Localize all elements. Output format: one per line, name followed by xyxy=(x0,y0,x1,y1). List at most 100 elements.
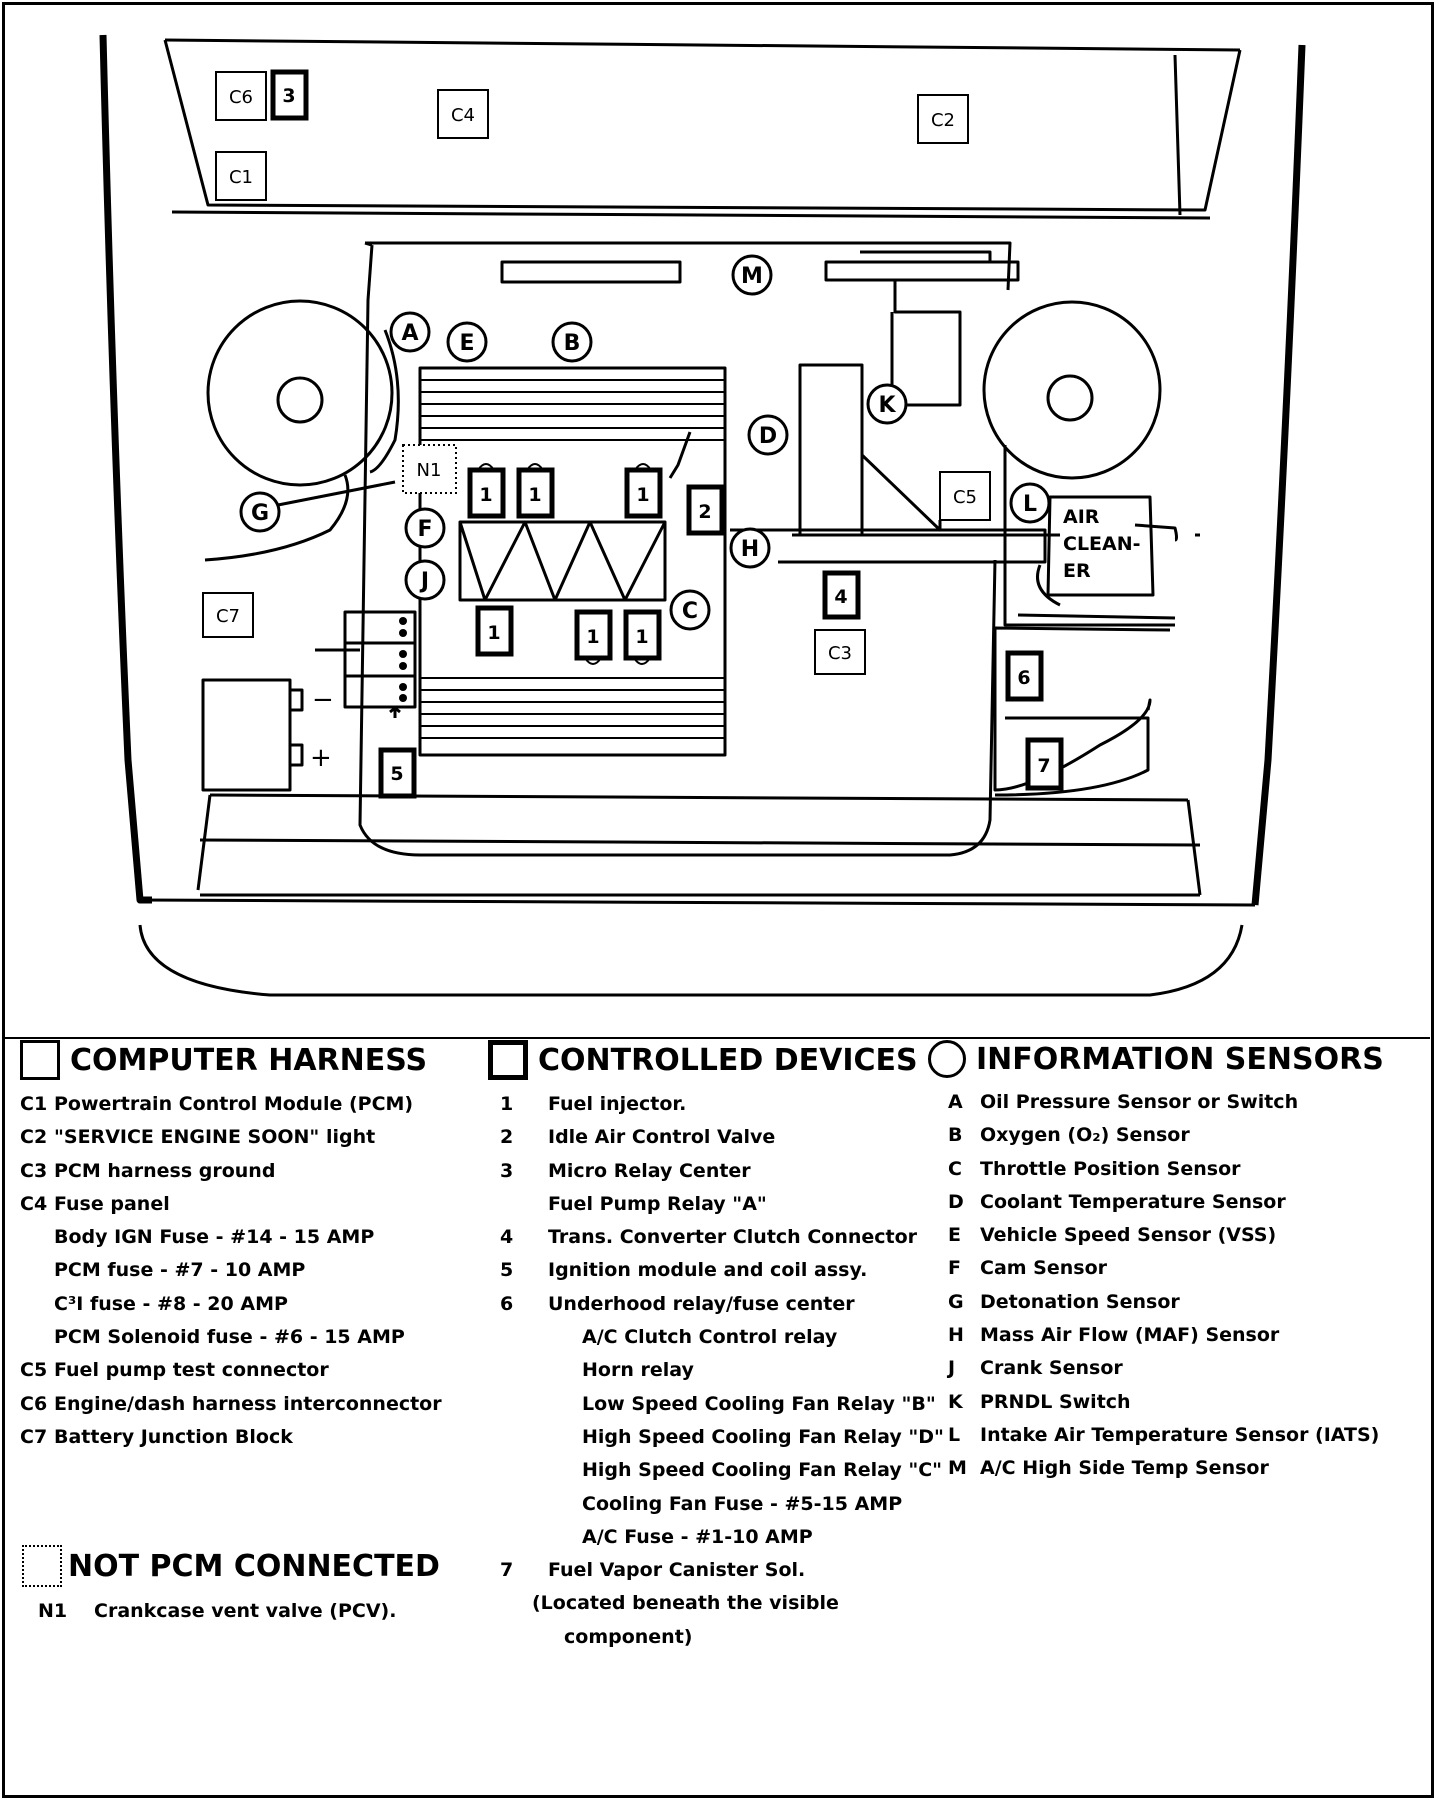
page-frame xyxy=(2,2,1434,1798)
list-item: C2"SERVICE ENGINE SOON" light xyxy=(20,1126,376,1149)
device-box-4 xyxy=(822,570,861,620)
device-box-1b xyxy=(516,467,555,519)
legend-information-sensors-title: INFORMATION SENSORS xyxy=(976,1041,1384,1077)
sensor-label-g: G xyxy=(251,501,269,526)
sensor-label-j: J xyxy=(419,569,429,594)
device-label-1f: 1 xyxy=(635,626,648,648)
air-intake-duct xyxy=(730,528,1047,564)
list-item: High Speed Cooling Fan Relay "D" xyxy=(582,1425,944,1448)
plenum-slot xyxy=(500,260,682,284)
harness-box-c5 xyxy=(939,471,991,521)
legend-not-pcm-connected-header: NOT PCM CONNECTED xyxy=(22,1545,472,1587)
device-box-1e xyxy=(574,609,613,661)
battery-minus-sign: − xyxy=(312,685,334,715)
harness-label-c3: C3 xyxy=(828,643,852,664)
sensor-circle-g xyxy=(239,491,281,533)
sensor-circle-j xyxy=(404,559,446,601)
list-item: Horn relay xyxy=(582,1359,694,1382)
not-pcm-box-n1 xyxy=(402,444,457,494)
air-cleaner-label-2: CLEAN- xyxy=(1063,533,1141,555)
device-label-3: 3 xyxy=(282,85,295,107)
device-box-1d xyxy=(475,605,514,657)
legend-not-pcm-connected-title: NOT PCM CONNECTED xyxy=(68,1548,440,1584)
harness-label-c4: C4 xyxy=(451,105,475,126)
ac-compressor xyxy=(824,260,1020,282)
device-label-1b: 1 xyxy=(528,484,541,506)
left-cooling-fan xyxy=(206,299,394,487)
left-fender xyxy=(99,34,152,904)
sensor-circle-a xyxy=(389,311,431,353)
sensor-label-c: C xyxy=(682,599,698,624)
coil-pack xyxy=(458,520,667,602)
sensor-label-f: F xyxy=(417,517,432,542)
harness-box-c7 xyxy=(202,592,254,638)
right-cooling-fan xyxy=(982,300,1162,480)
dotted-square-icon xyxy=(22,1545,62,1587)
legend-computer-harness-header: COMPUTER HARNESS xyxy=(20,1040,470,1080)
harness-label-c6: C6 xyxy=(229,87,253,108)
cowl-right-edge xyxy=(1173,54,1182,216)
sensor-label-e: E xyxy=(459,331,474,356)
air-cleaner xyxy=(1046,495,1155,597)
intake-manifold xyxy=(418,366,727,757)
device-box-1f xyxy=(623,609,662,661)
sensor-circle-d xyxy=(747,414,789,456)
not-pcm-label-n1: N1 xyxy=(417,460,442,481)
bumper-top xyxy=(139,898,1256,907)
sensor-circle-l xyxy=(1009,482,1051,524)
harness-box-c2 xyxy=(917,94,969,144)
list-item: A/C Fuse - #1-10 AMP xyxy=(582,1525,813,1548)
harness-square-icon xyxy=(20,1040,60,1080)
legend-computer-harness-title: COMPUTER HARNESS xyxy=(70,1042,428,1078)
sensor-label-h: H xyxy=(741,537,759,562)
list-item: PCM fuse - #7 - 10 AMP xyxy=(54,1259,306,1282)
device-label-1d: 1 xyxy=(487,622,500,644)
legend-information-sensors-header: INFORMATION SENSORS xyxy=(928,1040,1428,1078)
device-square-icon xyxy=(488,1040,528,1080)
sensor-label-a: A xyxy=(401,321,418,346)
harness-box-c1 xyxy=(215,151,267,201)
sensor-circle-e xyxy=(446,321,488,363)
right-fan-hub xyxy=(1046,374,1094,422)
sensor-circle-m xyxy=(731,254,773,296)
left-fan-hub xyxy=(276,376,324,424)
sensor-circle-b xyxy=(551,321,593,363)
harness-label-c1: C1 xyxy=(229,167,253,188)
air-cleaner-label-3: ER xyxy=(1063,560,1091,582)
device-label-7: 7 xyxy=(1037,755,1050,777)
ignition-module xyxy=(343,610,417,709)
device-label-6: 6 xyxy=(1017,667,1030,689)
sensor-label-l: L xyxy=(1023,492,1037,517)
device-label-1c: 1 xyxy=(636,484,649,506)
list-item: Cooling Fan Fuse - #5-15 AMP xyxy=(582,1492,903,1515)
engine-block xyxy=(358,241,1012,857)
harness-label-c2: C2 xyxy=(931,110,955,131)
manifold-ribs xyxy=(420,379,725,739)
list-item: Fuel Pump Relay "A" xyxy=(548,1192,767,1215)
sensor-circle-f xyxy=(404,507,446,549)
